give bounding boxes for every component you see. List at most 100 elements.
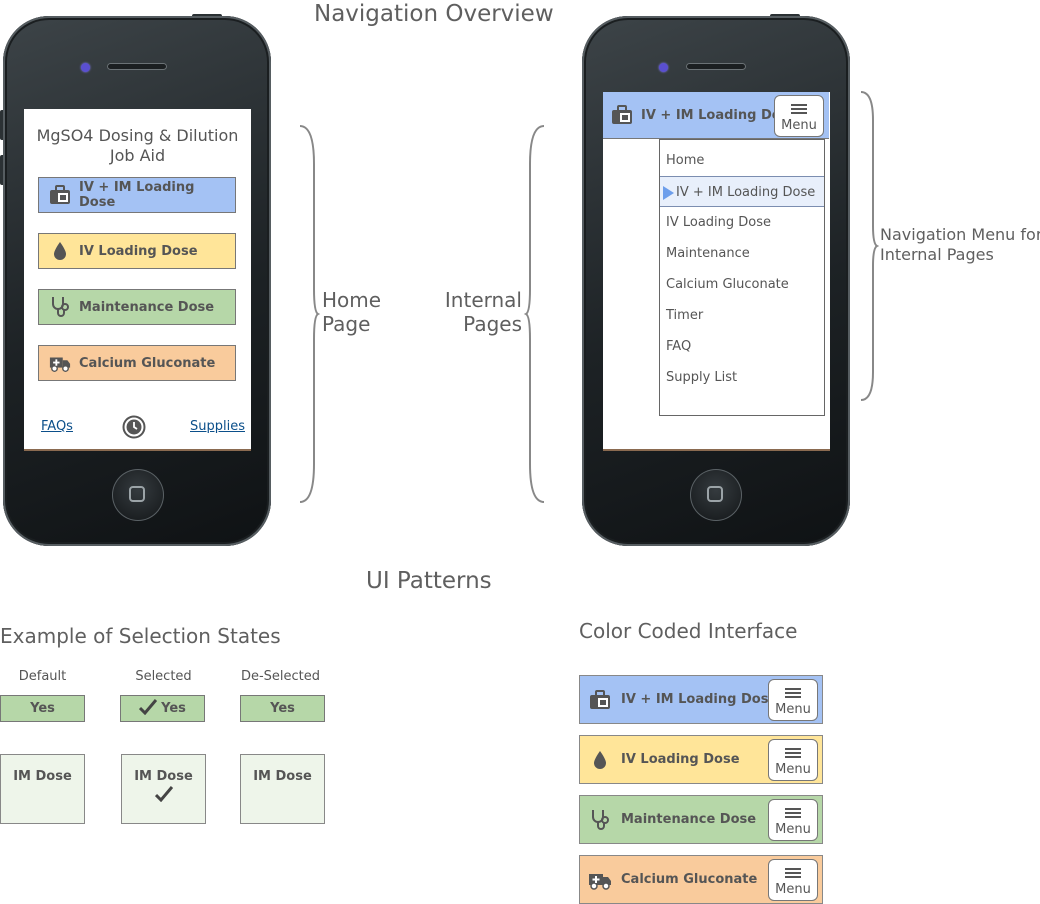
ui-patterns-title: UI Patterns bbox=[366, 568, 492, 594]
medicine-bag-icon bbox=[49, 185, 71, 205]
color-bar-calcium: Calcium Gluconate Menu bbox=[579, 855, 823, 904]
home-button-maintenance[interactable]: Maintenance Dose bbox=[38, 289, 236, 325]
menu-item-faq[interactable]: FAQ bbox=[666, 339, 692, 354]
menu-button-label: Menu bbox=[781, 118, 817, 133]
menu-item-iv-loading[interactable]: IV Loading Dose bbox=[666, 215, 772, 230]
state-label-default: Default bbox=[18, 669, 67, 684]
color-bar-label: IV Loading Dose bbox=[621, 752, 740, 767]
menu-item-maintenance[interactable]: Maintenance bbox=[666, 246, 750, 261]
menu-item-supply-list[interactable]: Supply List bbox=[666, 370, 738, 385]
color-bar-iv-loading: IV Loading Dose Menu bbox=[579, 735, 823, 784]
home-button-label: IV Loading Dose bbox=[79, 243, 198, 259]
menu-button-label: Menu bbox=[775, 882, 811, 897]
im-dose-label: IM Dose bbox=[13, 769, 72, 784]
internal-screen: IV + IM Loading Dose Menu Home IV + IM L… bbox=[603, 92, 830, 451]
menu-item-calcium-gluconate[interactable]: Calcium Gluconate bbox=[666, 277, 789, 292]
internal-pages-bracket bbox=[523, 125, 545, 503]
home-button-label: Maintenance Dose bbox=[79, 299, 215, 315]
hamburger-icon bbox=[791, 102, 807, 116]
menu-item-iv-im-loading[interactable]: IV + IM Loading Dose bbox=[660, 176, 824, 207]
checkmark-icon bbox=[139, 698, 158, 719]
nav-menu-label: Navigation Menu for Internal Pages bbox=[880, 225, 1040, 265]
color-bar-iv-im-loading: IV + IM Loading Dose Menu bbox=[579, 675, 823, 724]
home-page-bracket bbox=[299, 125, 321, 503]
speaker-grille bbox=[686, 63, 746, 70]
phone-home-button bbox=[112, 469, 164, 521]
color-coded-title: Color Coded Interface bbox=[579, 619, 798, 643]
internal-pages-label-line1: Internal bbox=[444, 288, 522, 312]
internal-phone: IV + IM Loading Dose Menu Home IV + IM L… bbox=[582, 16, 850, 546]
im-dose-label: IM Dose bbox=[134, 769, 193, 784]
selection-states-title: Example of Selection States bbox=[0, 624, 281, 648]
yes-button-default[interactable]: Yes bbox=[0, 695, 85, 722]
ambulance-icon bbox=[588, 870, 612, 890]
state-label-deselected: De-Selected bbox=[240, 669, 321, 684]
home-button-iv-im-loading[interactable]: IV + IM Loading Dose bbox=[38, 177, 236, 213]
im-dose-box-default[interactable]: IM Dose bbox=[0, 754, 85, 824]
phone-home-button bbox=[690, 469, 742, 521]
menu-item-home[interactable]: Home bbox=[666, 153, 705, 168]
camera-icon bbox=[659, 63, 668, 72]
hamburger-icon bbox=[785, 686, 801, 700]
menu-button-label: Menu bbox=[775, 822, 811, 837]
page-title: Navigation Overview bbox=[314, 1, 554, 27]
hamburger-icon bbox=[785, 866, 801, 880]
drop-icon bbox=[49, 241, 71, 261]
menu-button-label: Menu bbox=[775, 762, 811, 777]
color-bar-label: Maintenance Dose bbox=[621, 812, 757, 827]
camera-icon bbox=[81, 63, 90, 72]
menu-button[interactable]: Menu bbox=[768, 799, 818, 841]
color-bar-label: IV + IM Loading Dose bbox=[621, 692, 778, 707]
state-label-selected: Selected bbox=[135, 669, 192, 684]
home-page-label: Home Page bbox=[322, 288, 381, 336]
menu-button[interactable]: Menu bbox=[768, 859, 818, 901]
internal-pages-label-line2: Pages bbox=[463, 312, 522, 336]
nav-menu-bracket bbox=[860, 91, 880, 401]
supplies-link[interactable]: Supplies bbox=[190, 419, 245, 434]
color-bar-maintenance: Maintenance Dose Menu bbox=[579, 795, 823, 844]
nav-menu-label-line1: Navigation Menu for bbox=[880, 225, 1040, 244]
internal-pages-label: Internal Pages bbox=[440, 288, 522, 336]
yes-label: Yes bbox=[161, 701, 186, 716]
menu-item-label: IV + IM Loading Dose bbox=[676, 185, 816, 200]
home-screen: MgSO4 Dosing & Dilution Job Aid IV + IM … bbox=[24, 109, 251, 451]
home-button-label: Calcium Gluconate bbox=[79, 355, 216, 371]
home-button-iv-loading[interactable]: IV Loading Dose bbox=[38, 233, 236, 269]
stethoscope-icon bbox=[588, 809, 612, 831]
home-page-label-line1: Home bbox=[322, 288, 382, 312]
speaker-grille bbox=[107, 63, 167, 70]
nav-menu-label-line2: Internal Pages bbox=[880, 245, 994, 264]
internal-header-title: IV + IM Loading Dose bbox=[641, 107, 798, 123]
app-title-text: MgSO4 Dosing & Dilution Job Aid bbox=[36, 126, 239, 165]
navigation-dropdown: Home IV + IM Loading Dose IV Loading Dos… bbox=[659, 139, 825, 416]
im-dose-box-selected[interactable]: IM Dose bbox=[121, 754, 206, 824]
home-page-label-line2: Page bbox=[322, 312, 371, 336]
ambulance-icon bbox=[49, 353, 71, 373]
home-phone: MgSO4 Dosing & Dilution Job Aid IV + IM … bbox=[3, 16, 271, 546]
phone-volume-down bbox=[0, 155, 5, 185]
yes-label: Yes bbox=[270, 701, 295, 716]
hamburger-icon bbox=[785, 806, 801, 820]
home-button-calcium[interactable]: Calcium Gluconate bbox=[38, 345, 236, 381]
medicine-bag-icon bbox=[588, 689, 612, 710]
checkmark-icon bbox=[122, 786, 205, 806]
menu-item-timer[interactable]: Timer bbox=[666, 308, 704, 323]
menu-button[interactable]: Menu bbox=[768, 739, 818, 781]
home-button-label: IV + IM Loading Dose bbox=[79, 180, 195, 210]
stethoscope-icon bbox=[49, 296, 71, 318]
menu-button[interactable]: Menu bbox=[768, 679, 818, 721]
clock-icon[interactable] bbox=[122, 415, 146, 443]
yes-button-deselected[interactable]: Yes bbox=[240, 695, 325, 722]
medicine-bag-icon bbox=[611, 105, 633, 125]
menu-button-label: Menu bbox=[775, 702, 811, 717]
selected-arrow-icon bbox=[663, 185, 674, 200]
yes-label: Yes bbox=[30, 701, 55, 716]
faqs-link[interactable]: FAQs bbox=[41, 419, 73, 434]
menu-button[interactable]: Menu bbox=[774, 95, 824, 137]
app-title: MgSO4 Dosing & Dilution Job Aid bbox=[24, 126, 251, 166]
yes-button-selected[interactable]: Yes bbox=[120, 695, 205, 722]
im-dose-box-deselected[interactable]: IM Dose bbox=[240, 754, 325, 824]
im-dose-label: IM Dose bbox=[253, 769, 312, 784]
phone-volume-up bbox=[0, 110, 5, 140]
hamburger-icon bbox=[785, 746, 801, 760]
